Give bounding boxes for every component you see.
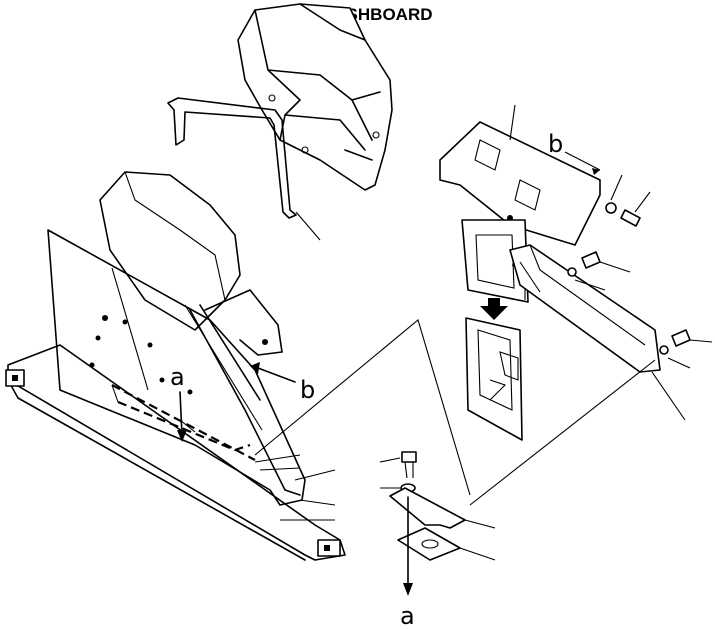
callout-a-upper: a [170,363,187,442]
base-plate [5,344,346,561]
gasket-seal [167,97,321,241]
view-arrow-panel [465,298,523,441]
callout-a-upper-label: a [170,363,185,391]
callout-b-left: b [250,362,315,404]
upper-fasteners [605,174,651,227]
assembly-leader-lines [254,319,656,506]
callout-a-lower: a [400,496,415,630]
inclined-bracket [509,244,661,373]
callout-b-left-label: b [300,376,315,404]
callout-a-lower-label: a [400,602,415,630]
hidden-bracket [111,384,256,461]
lower-bracket [389,487,496,529]
lower-shim [397,527,496,561]
console-body [47,171,306,506]
dashboard-hood [237,3,393,191]
lower-bolt-stack [379,451,417,493]
left-leader-lines [254,454,336,521]
callout-b-right-label: b [548,130,563,158]
callout-b-right: b [548,130,601,175]
right-bolts [567,251,713,421]
right-cover-plate [439,104,601,246]
